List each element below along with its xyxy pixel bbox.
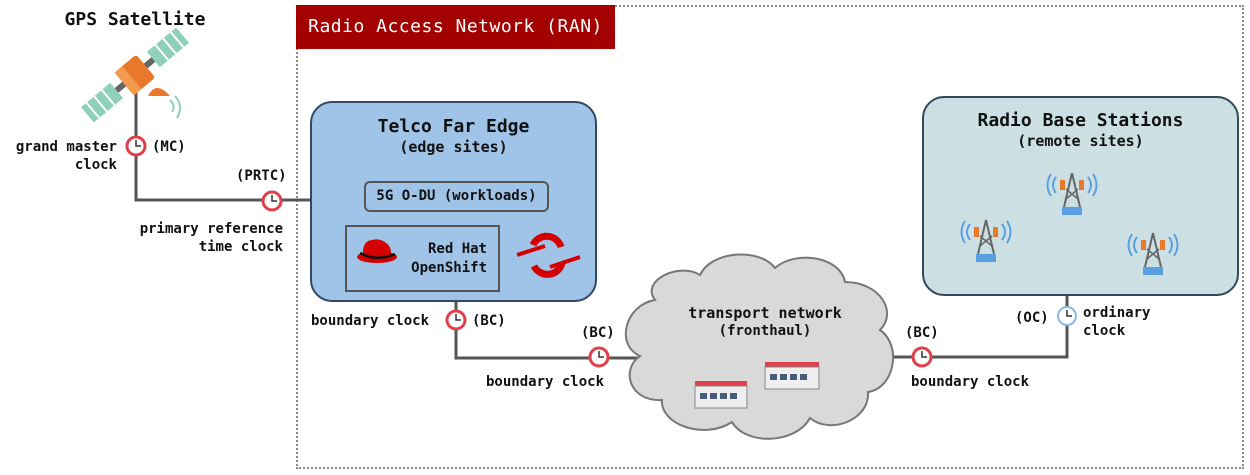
- openshift-label-line1: Red Hat: [427, 241, 487, 257]
- rbs-subtitle: (remote sites): [1017, 132, 1144, 150]
- prtc-label-line2: time clock: [198, 239, 283, 255]
- bc1-tag: (BC): [472, 313, 506, 329]
- oc-label: ordinary clock: [1083, 304, 1150, 340]
- radio-tower-icon: [1127, 232, 1179, 275]
- satellite-dish-icon: [148, 88, 181, 119]
- prtc-label-line1: primary reference: [139, 221, 283, 237]
- oc-tag: (OC): [1015, 310, 1049, 326]
- ran-title: Radio Access Network (RAN): [296, 5, 615, 49]
- openshift-label: Red Hat OpenShift: [395, 240, 487, 278]
- link-master-prtc: [134, 90, 272, 202]
- network-switch-icon: [764, 362, 820, 390]
- oc-label-line2: clock: [1083, 323, 1126, 339]
- bc2-tag: (BC): [581, 325, 615, 341]
- radio-tower-icon: [1046, 172, 1098, 215]
- clock-mc-icon: [125, 135, 147, 157]
- link-edge-bc2: [454, 302, 599, 360]
- clock-bc3-icon: [911, 346, 933, 368]
- transport-cloud: [624, 253, 895, 440]
- master-clock-tag: (MC): [152, 139, 186, 155]
- ran-frame: [296, 5, 1244, 469]
- openshift-label-line2: OpenShift: [411, 260, 487, 276]
- master-clock-label-line2: clock: [74, 157, 117, 173]
- radio-base-stations-box: [922, 96, 1239, 296]
- transport-subtitle: (fronthaul): [718, 323, 812, 339]
- edge-title: Telco Far Edge: [377, 116, 530, 137]
- oc-label-line1: ordinary: [1083, 305, 1151, 321]
- transport-title: transport network: [688, 304, 842, 322]
- radio-tower-icon: [960, 219, 1012, 262]
- master-clock-label-line1: grand master: [15, 139, 117, 155]
- bc3-label: boundary clock: [911, 374, 1030, 390]
- satellite-icon: [81, 27, 189, 123]
- openshift-box: [345, 225, 500, 292]
- gps-satellite-title: GPS Satellite: [64, 9, 206, 30]
- prtc-label: primary reference time clock: [110, 220, 283, 256]
- rbs-title: Radio Base Stations: [977, 110, 1184, 131]
- edge-subtitle: (edge sites): [399, 138, 508, 156]
- clock-prtc-icon: [261, 190, 283, 212]
- bc3-tag: (BC): [905, 325, 939, 341]
- master-clock-label: grand master clock: [0, 138, 117, 174]
- red-hat-logo-icon: [357, 239, 397, 263]
- openshift-logo-icon: [516, 232, 581, 278]
- bc1-label: boundary clock: [311, 313, 430, 329]
- telco-far-edge-box: [310, 101, 597, 302]
- clock-bc2-icon: [588, 346, 610, 368]
- bc2-label: boundary clock: [486, 374, 605, 390]
- network-switch-icon: [694, 381, 748, 409]
- prtc-tag: (PRTC): [236, 168, 287, 184]
- clock-oc-icon: [1057, 306, 1077, 326]
- odu-workloads-box: 5G O-DU (workloads): [364, 181, 549, 212]
- clock-bc1-icon: [445, 309, 467, 331]
